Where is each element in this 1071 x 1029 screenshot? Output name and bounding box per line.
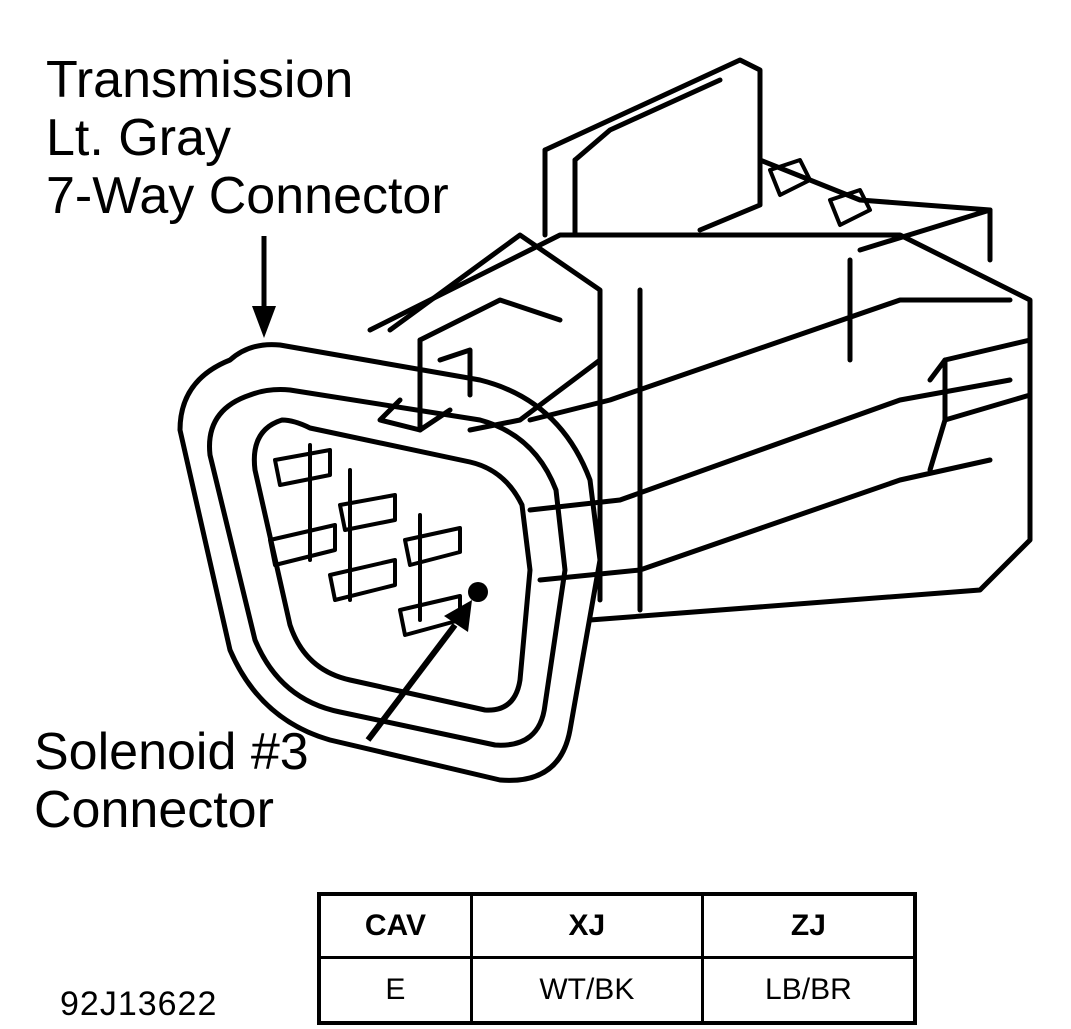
connector-title-line-3: 7-Way Connector bbox=[46, 167, 449, 225]
connector-title-line-2: Lt. Gray bbox=[46, 109, 231, 167]
table-row: E WT/BK LB/BR bbox=[317, 956, 917, 1025]
latch-lever bbox=[377, 232, 603, 433]
header-zj: ZJ bbox=[700, 892, 917, 959]
connector-callout-arrow bbox=[252, 236, 276, 338]
front-face-frame bbox=[177, 342, 603, 783]
header-xj: XJ bbox=[469, 892, 704, 959]
solenoid-label-line-1: Solenoid #3 bbox=[34, 723, 309, 781]
solenoid-callout-arrow bbox=[365, 600, 472, 742]
header-cav: CAV bbox=[317, 892, 473, 959]
cell-cav: E bbox=[317, 956, 473, 1025]
table-header-row: CAV XJ ZJ bbox=[317, 892, 917, 959]
connector-title-line-1: Transmission bbox=[46, 51, 354, 109]
solenoid-3-cavity-marker bbox=[468, 582, 488, 602]
figure-code: 92J13622 bbox=[60, 985, 218, 1023]
cell-zj: LB/BR bbox=[700, 956, 917, 1025]
solenoid-label-line-2: Connector bbox=[34, 781, 274, 839]
connector-body-shell bbox=[367, 232, 1033, 623]
side-lock-tab bbox=[927, 337, 1033, 473]
locating-pins bbox=[768, 158, 872, 227]
terminals bbox=[268, 443, 462, 637]
top-latch bbox=[542, 57, 993, 363]
cell-xj: WT/BK bbox=[469, 956, 704, 1025]
wiring-table: CAV XJ ZJ E WT/BK LB/BR bbox=[317, 892, 917, 1025]
